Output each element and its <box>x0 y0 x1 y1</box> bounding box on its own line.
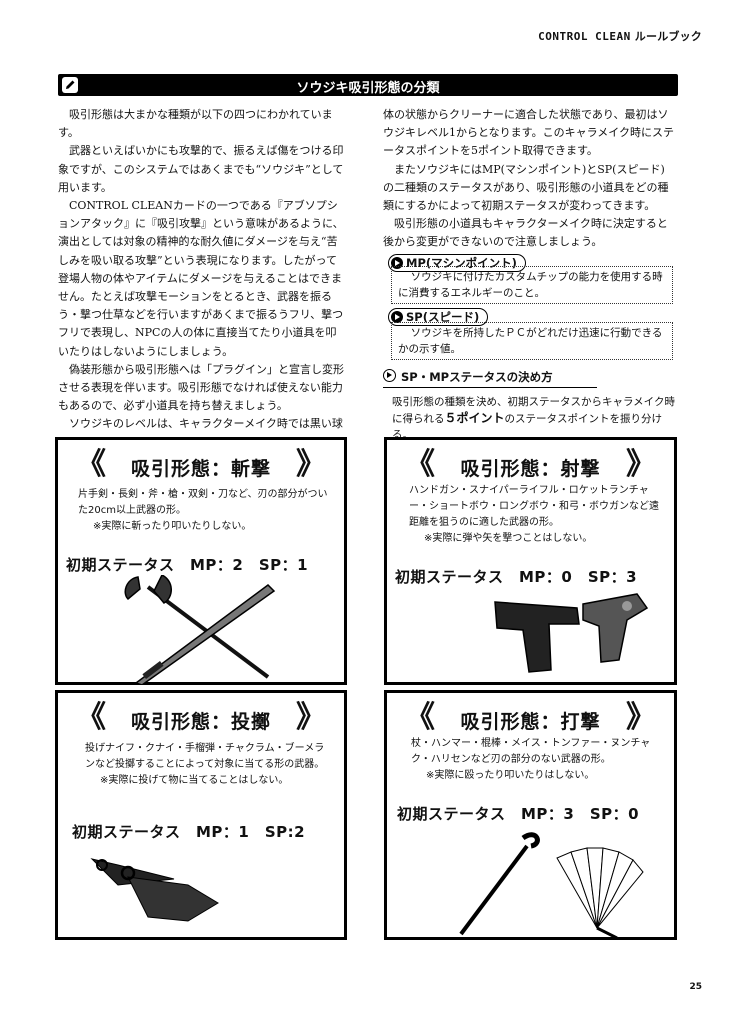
card-title: 吸引形態：斬撃 <box>130 458 271 480</box>
card-description: 杖・ハンマー・棍棒・メイス・トンファー・ヌンチャク・ハリセンなど刃の部分のない武… <box>411 736 661 784</box>
header-subtitle: ルールブック <box>634 30 702 43</box>
chevron-left-icon: 《 <box>76 447 106 482</box>
card-stats: 初期ステータス MP：1 SP:2 <box>72 823 306 841</box>
pencil-icon <box>62 77 78 93</box>
highlight-points: ５ポイント <box>444 411 505 425</box>
card-throw: 《 》 吸引形態：投擲 投げナイフ・クナイ・手榴弾・チャクラム・ブーメランなど投… <box>55 690 347 940</box>
card-title: 吸引形態：射撃 <box>460 458 601 480</box>
section-title: ソウジキ吸引形態の分類 <box>296 81 440 96</box>
pistols-icon <box>494 593 649 673</box>
card-note: ※実際に殴ったり叩いたりはしない。 <box>426 770 595 781</box>
card-strike: 《 》 吸引形態：打撃 杖・ハンマー・棍棒・メイス・トンファー・ヌンチャク・ハリ… <box>384 690 677 940</box>
card-slash: 《 》 吸引形態：斬撃 片手剣・長剣・斧・槍・双剣・刀など、刃の部分がついた20… <box>55 437 347 685</box>
sp-label: SP(スピード) <box>388 308 489 326</box>
paragraph: 武器といえばいかにも攻撃的で、振るえば傷をつける印象ですが、このシステムではあく… <box>58 144 344 194</box>
chevron-right-icon: 》 <box>626 700 656 735</box>
chevron-right-icon: 》 <box>296 700 326 735</box>
play-bullet-icon <box>391 311 403 323</box>
page-number: 25 <box>689 982 702 992</box>
card-stats: 初期ステータス MP：0 SP：3 <box>395 568 638 586</box>
chevron-right-icon: 》 <box>626 447 656 482</box>
card-note: ※実際に投げて物に当てることはしない。 <box>100 775 289 786</box>
paragraph: 体の状態からクリーナーに適合した状態であり、最初はソウジキレベル1からとなります… <box>383 108 675 158</box>
sp-definition: ソウジキを所持したＰＣがどれだけ迅速に行動できるかの示す値。 <box>398 327 663 355</box>
card-shoot: 《 》 吸引形態：射撃 ハンドガン・スナイパーライフル・ロケットランチャー・ショ… <box>384 437 677 685</box>
card-note: ※実際に弾や矢を撃つことはしない。 <box>424 533 593 544</box>
card-note: ※実際に斬ったり叩いたりしない。 <box>93 521 252 532</box>
kunai-icon <box>90 858 219 922</box>
card-description: 片手剣・長剣・斧・槍・双剣・刀など、刃の部分がついた20cm以上武器の形。 ※実… <box>78 487 328 535</box>
card-stats: 初期ステータス MP：2 SP：1 <box>66 556 309 574</box>
chevron-right-icon: 》 <box>296 447 326 482</box>
card-description: 投げナイフ・クナイ・手榴弾・チャクラム・ブーメランなど投擲することによって対象に… <box>85 741 333 789</box>
status-rule-text: 吸引形態の種類を決め、初期ステータスからキャラメイク時に得られる５ポイントのステ… <box>392 396 675 441</box>
card-stats: 初期ステータス MP：3 SP：0 <box>397 805 640 823</box>
paragraph: ソウジキのレベルは、キャラクターメイク時では黒い球 <box>69 417 343 431</box>
sp-definition-box: ソウジキを所持したＰＣがどれだけ迅速に行動できるかの示す値。 <box>391 322 673 360</box>
paragraph: 吸引形態の小道具もキャラクターメイク時に決定すると後から変更ができないので注意し… <box>383 217 668 249</box>
section-title-bar: ソウジキ吸引形態の分類 <box>58 74 678 96</box>
chevron-left-icon: 《 <box>405 700 435 735</box>
paragraph: 偽装形態から吸引形態へは「プラグイン」と宣言し変形させる表現を伴います。吸引形態… <box>58 362 344 413</box>
card-title: 吸引形態：打撃 <box>460 711 601 733</box>
right-column: 体の状態からクリーナーに適合した状態であり、最初はソウジキレベル1からとなります… <box>383 106 675 252</box>
staff-and-fan-icon <box>459 832 644 938</box>
card-title: 吸引形態：投擲 <box>130 711 271 733</box>
header-brand: CONTROL CLEAN <box>538 30 631 43</box>
chevron-left-icon: 《 <box>405 447 435 482</box>
mp-definition-box: ソウジキに付けたカスタムチップの能力を使用する時に消費するエネルギーのこと。 <box>391 266 673 304</box>
running-header: CONTROL CLEAN ルールブック <box>538 28 702 44</box>
chevron-left-icon: 《 <box>76 700 106 735</box>
card-description: ハンドガン・スナイパーライフル・ロケットランチャー・ショートボウ・ロングボウ・和… <box>409 483 664 547</box>
play-circle-icon <box>383 369 396 382</box>
left-column: 吸引形態は大まかな種類が以下の四つにわかれています。 武器といえばいかにも攻撃的… <box>58 106 344 434</box>
axe-and-sword-icon <box>124 575 276 685</box>
status-rule-heading: SP・MPステータスの決め方 <box>383 369 597 388</box>
paragraph: CONTROL CLEANカードの一つである『アブソプションアタック』に『吸引攻… <box>58 199 344 358</box>
paragraph: 吸引形態は大まかな種類が以下の四つにわかれています。 <box>58 108 333 140</box>
mp-definition: ソウジキに付けたカスタムチップの能力を使用する時に消費するエネルギーのこと。 <box>398 271 663 299</box>
paragraph: またソウジキにはMP(マシンポイント)とSP(スピード)の二種類のステータスがあ… <box>383 162 669 213</box>
